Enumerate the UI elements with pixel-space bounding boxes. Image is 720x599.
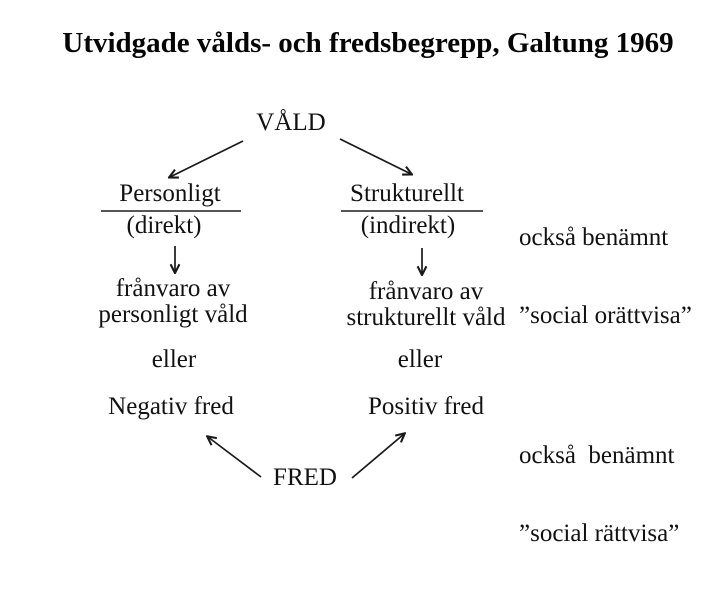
slide-canvas: Utvidgade vålds- och fredsbegrepp, Galtu… — [62, 27, 692, 547]
conjunction-eller-left: eller — [151, 346, 197, 373]
result-negativ-fred: Negativ fred — [108, 393, 234, 420]
absence-strukturellt-line1: frånvaro av — [368, 278, 484, 305]
slide-title: Utvidgade vålds- och fredsbegrepp, Galtu… — [62, 27, 674, 59]
absence-personligt-line1: frånvaro av — [115, 275, 231, 302]
heading-strukturellt: Strukturellt — [350, 180, 464, 207]
note-social-rattvisa-line1: också benämnt — [519, 442, 675, 469]
absence-strukturellt-line2: strukturellt våld — [346, 304, 506, 331]
node-vald: VÅLD — [256, 109, 326, 136]
absence-strukturellt-vald: frånvaro av strukturellt våld — [347, 279, 506, 331]
arrow-fred-to-positiv — [351, 434, 404, 479]
heading-personligt: Personligt — [119, 180, 221, 207]
underline-personligt — [101, 210, 241, 212]
arrow-vald-to-personligt — [170, 140, 244, 177]
note-social-orattvisa-line1: också benämnt — [519, 224, 669, 251]
arrow-vald-to-strukturellt — [339, 138, 411, 174]
note-social-rattvisa-line2: ”social rättvisa” — [519, 520, 680, 547]
node-fred: FRED — [273, 464, 337, 491]
result-positiv-fred: Positiv fred — [368, 393, 484, 420]
absence-personligt-vald: frånvaro av personligt våld — [98, 276, 247, 328]
conjunction-eller-right: eller — [397, 346, 443, 373]
note-social-orattvisa: också benämnt ”social orättvisa” — [519, 173, 692, 381]
absence-personligt-line2: personligt våld — [98, 301, 248, 328]
arrow-fred-to-negativ — [208, 437, 262, 478]
underline-strukturellt — [341, 210, 483, 212]
note-social-rattvisa: också benämnt ”social rättvisa” — [519, 391, 679, 599]
subheading-indirekt: (indirekt) — [360, 212, 456, 239]
subheading-direkt: (direkt) — [126, 212, 202, 239]
note-social-orattvisa-line2: ”social orättvisa” — [519, 302, 692, 329]
